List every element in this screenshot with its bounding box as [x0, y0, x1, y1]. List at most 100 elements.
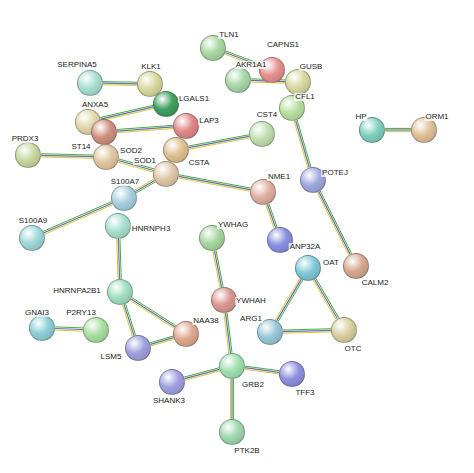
evidence-line: [126, 304, 136, 335]
evidence-line: [179, 175, 250, 188]
protein-label: TFF3: [294, 389, 315, 397]
evidence-line: [317, 192, 348, 255]
protein-label: CFL1: [294, 93, 316, 101]
protein-label: HNRNPA2B1: [52, 287, 101, 295]
evidence-line: [103, 81, 137, 83]
protein-label: ARG1: [239, 315, 263, 323]
interaction-edge: [245, 368, 279, 373]
evidence-line: [278, 280, 303, 322]
protein-node: ARG1: [257, 319, 283, 345]
evidence-line: [316, 278, 339, 318]
protein-label: NAA38: [192, 317, 219, 325]
protein-node: SOD1: [153, 161, 179, 187]
protein-node: SHANK3: [159, 369, 185, 395]
evidence-line: [130, 300, 174, 328]
evidence-line: [320, 191, 351, 254]
protein-node: P2RY13: [83, 317, 109, 343]
evidence-line: [297, 120, 311, 167]
evidence-line: [216, 250, 223, 286]
protein-label: S100A7: [110, 178, 140, 186]
protein-node: SERPINA5: [77, 70, 103, 96]
interaction-edge: [385, 129, 411, 130]
protein-node: POTEJ: [300, 167, 326, 193]
interaction-edge: [150, 338, 173, 345]
protein-label: GNAI3: [24, 309, 50, 317]
interaction-edge: [226, 313, 231, 353]
interaction-edge: [44, 203, 112, 233]
protein-label: GUSB: [299, 63, 324, 71]
protein-node: CST4: [249, 121, 275, 147]
protein-label: SERPINA5: [56, 61, 98, 69]
protein-node: PTK2B: [219, 419, 245, 445]
protein-label: S100A9: [18, 217, 48, 225]
evidence-lines: [41, 51, 411, 419]
protein-node: NAA38: [173, 321, 199, 347]
evidence-line: [385, 128, 411, 129]
evidence-line: [41, 154, 93, 155]
protein-label: LSM5: [100, 353, 123, 361]
evidence-line: [230, 379, 231, 419]
protein-node: YWHAH: [211, 287, 237, 313]
interaction-edge: [131, 299, 175, 327]
protein-node: YWHAG: [199, 225, 225, 251]
protein-label: LGALS1: [178, 95, 210, 103]
interaction-edge: [117, 127, 173, 131]
evidence-line: [188, 135, 248, 146]
protein-label: ANXA5: [81, 101, 109, 109]
protein-node: NME1: [250, 179, 276, 205]
protein-node: ANP32A: [267, 227, 293, 253]
protein-node: TLN1: [200, 35, 226, 61]
protein-label: SOD2: [119, 147, 143, 155]
protein-label: SOD1: [133, 157, 157, 165]
interaction-edge: [315, 279, 338, 319]
evidence-line: [132, 298, 176, 326]
protein-label: PTK2B: [233, 447, 260, 455]
protein-node: SOD2: [93, 144, 119, 170]
evidence-line: [178, 178, 249, 191]
interaction-edge: [189, 136, 249, 147]
protein-node: HP: [359, 117, 385, 143]
evidence-line: [213, 251, 220, 287]
evidence-line: [103, 84, 137, 86]
protein-node: ORM1: [411, 117, 437, 143]
protein-label: CSTA: [188, 159, 211, 167]
protein-label: TLN1: [218, 31, 240, 39]
evidence-line: [41, 157, 93, 158]
evidence-line: [269, 204, 277, 227]
protein-label: YWHAG: [217, 221, 249, 229]
protein-node: CFL1: [279, 95, 305, 121]
protein-node: AKR1A1: [225, 67, 251, 93]
evidence-line: [313, 280, 336, 320]
evidence-line: [120, 239, 121, 279]
protein-label: ST14: [70, 143, 91, 151]
protein-label: LAP3: [198, 117, 220, 125]
protein-node: GRB2: [219, 353, 245, 379]
protein-node: OAT: [295, 255, 321, 281]
evidence-lines: [41, 54, 411, 419]
interaction-edge: [283, 330, 331, 331]
interaction-edge: [55, 328, 83, 329]
protein-label: OTC: [344, 345, 363, 353]
protein-label: CALM2: [361, 279, 390, 287]
evidence-line: [150, 336, 173, 343]
evidence-line: [43, 202, 111, 232]
protein-node: CALM2: [343, 253, 369, 279]
evidence-line: [283, 329, 331, 330]
protein-label: HNRNPH3: [131, 225, 172, 233]
protein-node: HNRNPA2B1: [107, 279, 133, 305]
interaction-edge: [214, 251, 221, 287]
interaction-edge: [319, 192, 350, 255]
evidence-line: [294, 121, 308, 168]
protein-node: GUSB: [285, 69, 311, 95]
interaction-edge: [185, 369, 220, 378]
protein-label: HP: [354, 113, 367, 121]
protein-node: ST14: [91, 119, 117, 145]
evidence-line: [189, 138, 249, 149]
interaction-edge: [179, 176, 250, 189]
evidence-line: [117, 239, 118, 279]
protein-node: OTC: [331, 317, 357, 343]
interaction-edge: [231, 379, 232, 419]
interaction-edge: [277, 279, 302, 321]
evidence-line: [55, 327, 83, 328]
